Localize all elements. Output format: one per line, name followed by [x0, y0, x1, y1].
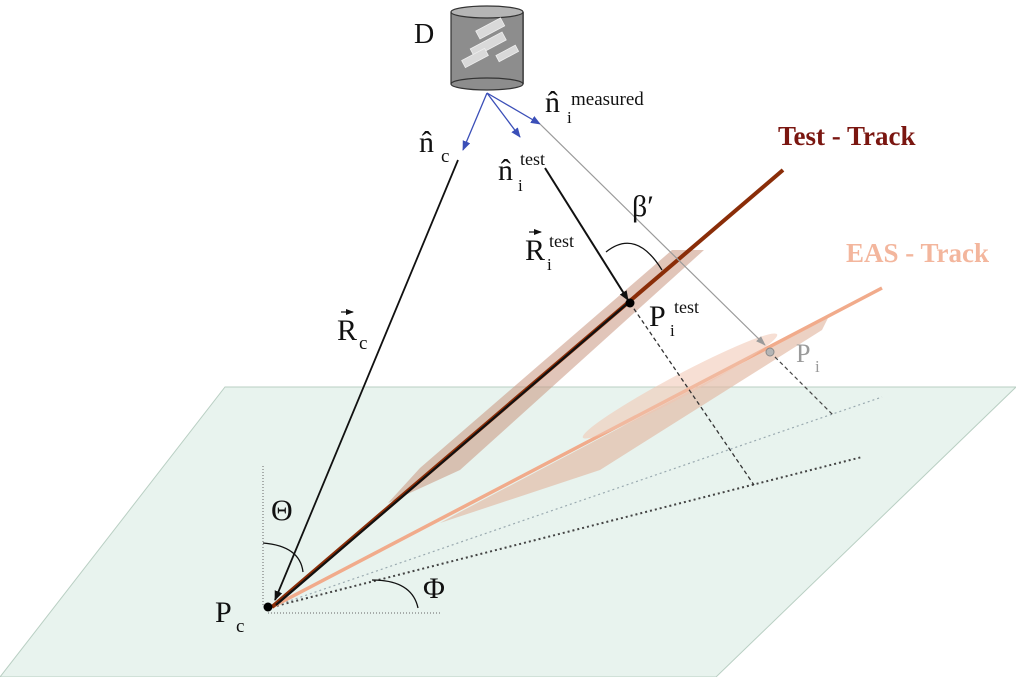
svg-text:c: c: [236, 616, 244, 637]
beta-angle-arc: [605, 242, 663, 271]
eas-track-line: [271, 286, 883, 609]
n-test-label: n̂ i test: [498, 149, 545, 195]
r-c-vector: [274, 159, 459, 601]
svg-text:R: R: [525, 234, 545, 267]
svg-text:i: i: [547, 255, 552, 274]
theta-label: Θ: [271, 494, 293, 527]
p-c-label: P c: [215, 596, 244, 637]
svg-text:n̂: n̂: [545, 86, 560, 119]
n-test-ray: [486, 92, 521, 138]
svg-text:measured: measured: [571, 89, 644, 110]
n-measured-ray: [486, 92, 541, 125]
detector-icon: [450, 5, 524, 91]
svg-text:P: P: [796, 339, 810, 368]
beta-label: β′: [632, 190, 654, 223]
svg-text:i: i: [567, 108, 572, 127]
theta-angle-arc: [262, 542, 304, 573]
measured-point-drop-line: [769, 351, 835, 417]
n-measured-label: n̂ i measured: [545, 86, 644, 127]
svg-text:P: P: [649, 300, 666, 333]
p-c-point: [263, 602, 273, 612]
r-c-label: R c: [337, 309, 367, 354]
svg-text:n̂: n̂: [498, 154, 513, 187]
p-i-point: [765, 347, 775, 357]
svg-text:test: test: [549, 231, 574, 251]
test-track-projection: [271, 456, 863, 608]
ground-plane: [0, 386, 1016, 677]
test-line-of-sight: [544, 167, 629, 301]
n-c-ray: [462, 92, 488, 151]
n-c-label: n̂ c: [419, 126, 449, 167]
satellite-icon: [461, 17, 520, 69]
p-test-point: [625, 298, 635, 308]
svg-text:i: i: [518, 176, 523, 195]
test-track-title: Test - Track: [778, 121, 916, 151]
test-point-drop-line: [629, 302, 755, 486]
phi-label: Φ: [423, 572, 445, 605]
measured-line-of-sight: [539, 123, 766, 346]
detector-label: D: [414, 19, 434, 50]
p-test-label: P i test: [649, 297, 699, 340]
svg-text:n̂: n̂: [419, 126, 434, 159]
svg-text:P: P: [215, 596, 232, 629]
svg-text:test: test: [674, 297, 699, 317]
r-i-test-vector: [275, 302, 629, 606]
svg-text:R: R: [337, 314, 357, 347]
svg-text:c: c: [441, 146, 449, 167]
svg-text:i: i: [815, 357, 820, 376]
svg-text:c: c: [359, 333, 367, 354]
r-i-test-label: R i test: [525, 229, 574, 274]
eas-track-highlight: [582, 333, 778, 439]
svg-text:test: test: [520, 149, 545, 169]
svg-text:i: i: [670, 321, 675, 340]
phi-angle-arc: [371, 579, 419, 609]
p-i-label: P i: [796, 339, 820, 376]
eas-track-title: EAS - Track: [846, 238, 989, 268]
